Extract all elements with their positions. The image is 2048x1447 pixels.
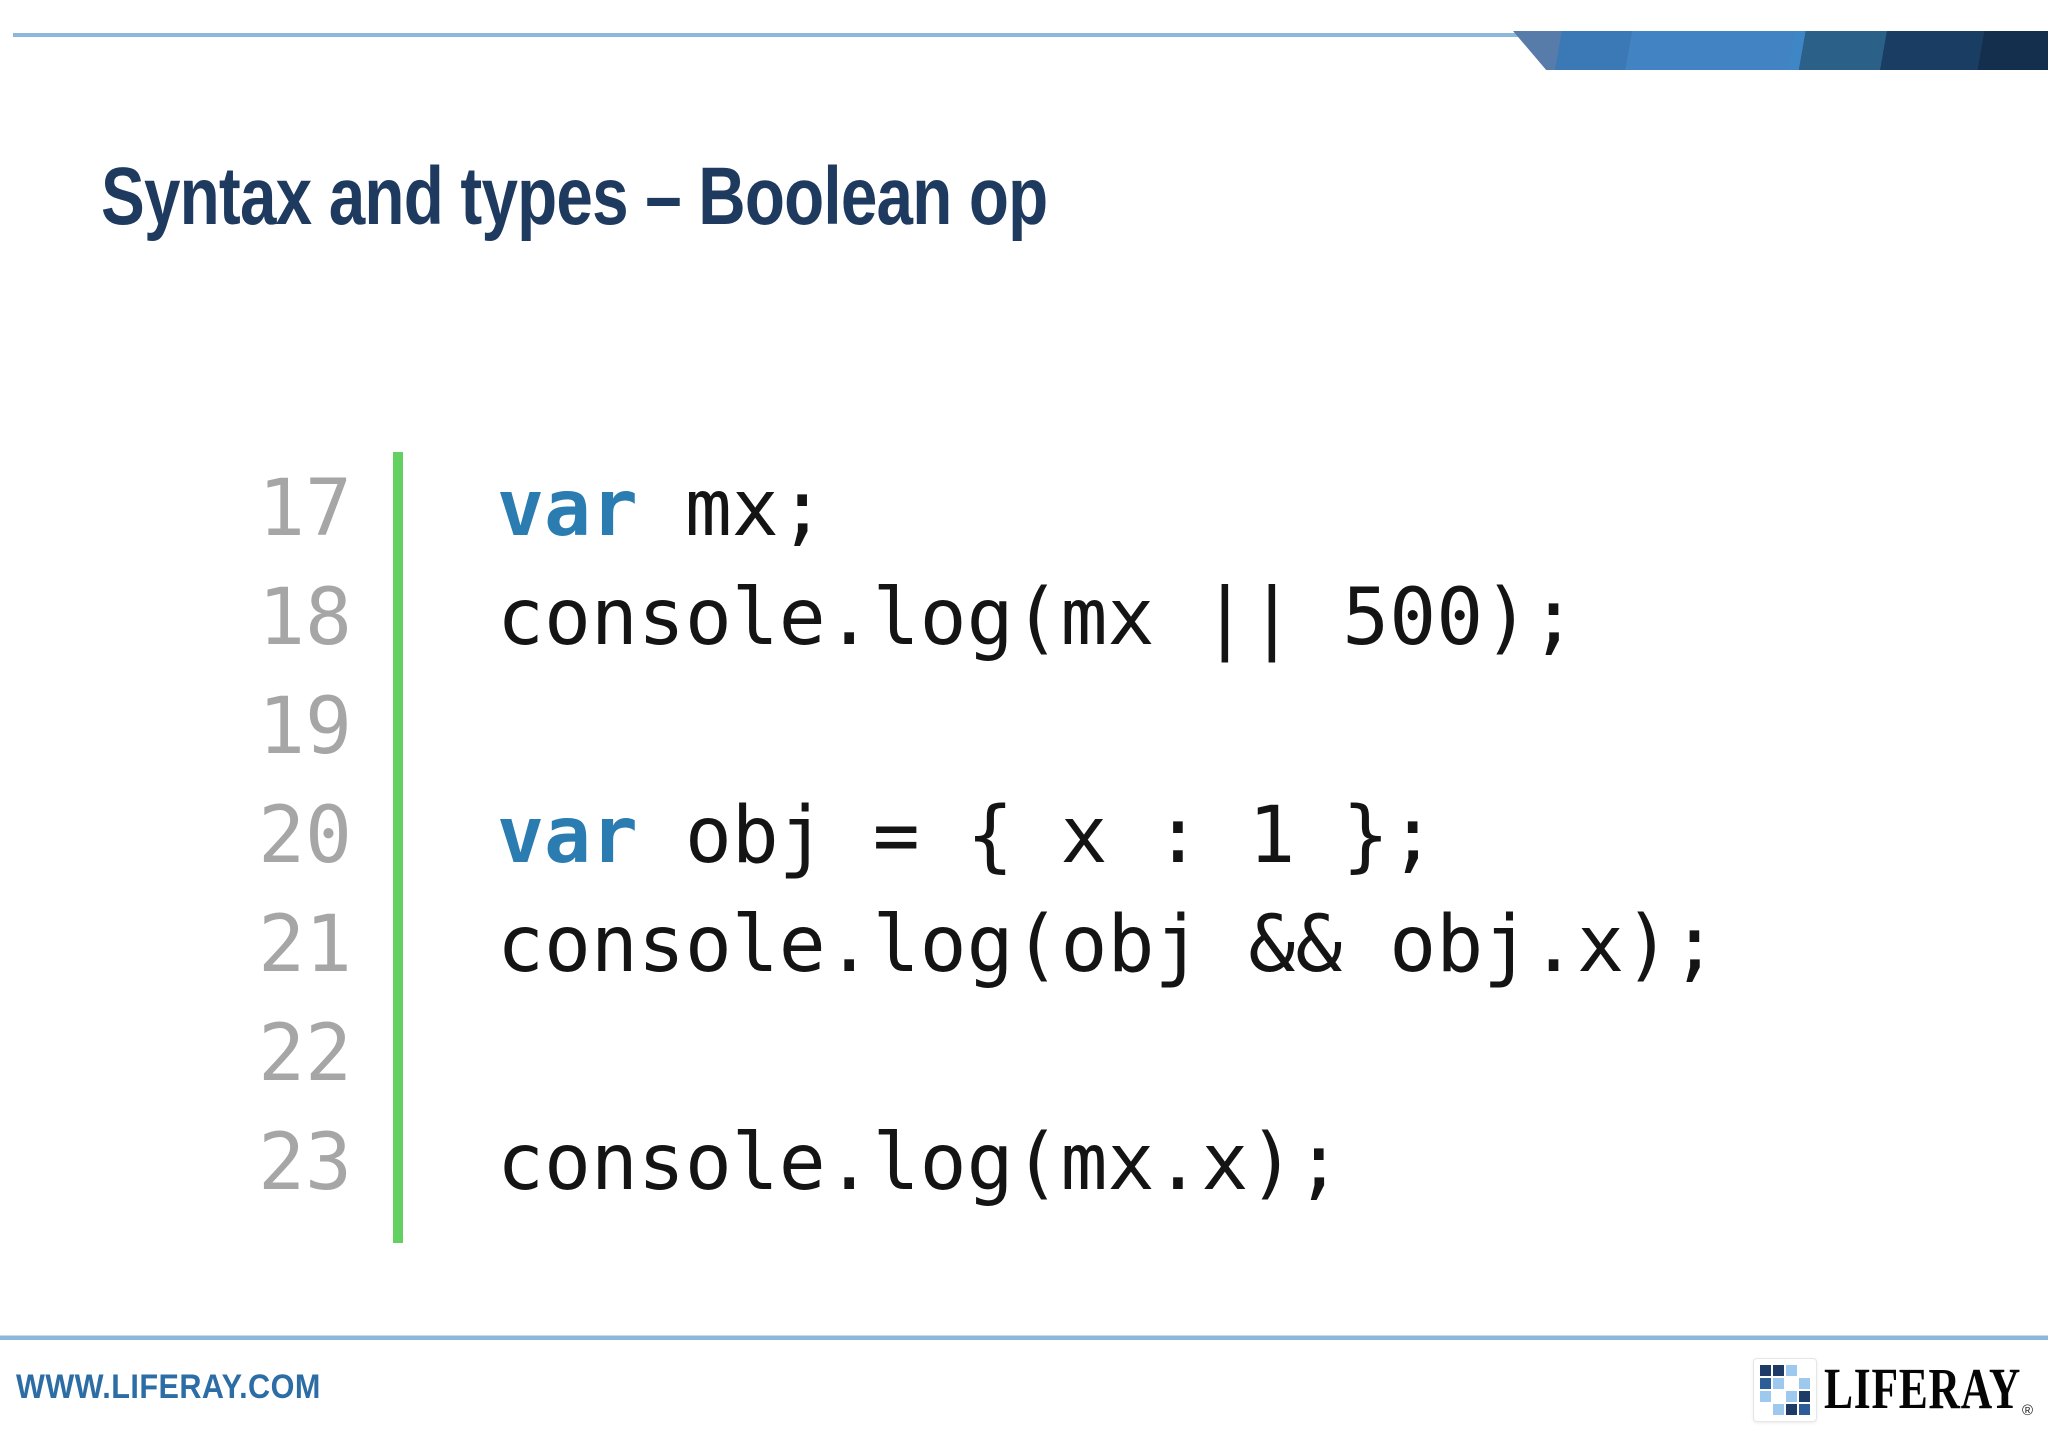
code-line: 18 console.log(mx || 500); xyxy=(0,564,2048,673)
corner-banner-decoration xyxy=(1513,31,2048,70)
top-divider xyxy=(13,33,2048,37)
logo-cell-mid xyxy=(1760,1378,1771,1389)
line-number: 23 xyxy=(258,1118,352,1208)
code-line: 21 console.log(obj && obj.x); xyxy=(0,891,2048,1000)
logo-mosaic-icon xyxy=(1753,1358,1817,1422)
logo-cell-light xyxy=(1773,1404,1784,1415)
logo-cell-navy xyxy=(1760,1365,1771,1376)
logo-cell-mid xyxy=(1799,1404,1810,1415)
footer-divider xyxy=(0,1336,2048,1340)
code-gutter-line xyxy=(393,452,403,1243)
logo-cell-light xyxy=(1773,1378,1784,1389)
logo-cell-navy xyxy=(1786,1404,1797,1415)
code-text: console.log(mx.x); xyxy=(497,1109,1342,1218)
code-line: 19 xyxy=(0,673,2048,782)
page-title: Syntax and types – Boolean op xyxy=(101,151,1048,242)
code-text: console.log(obj && obj.x); xyxy=(497,891,1718,1000)
liferay-logo: LIFERAY ® xyxy=(1753,1356,2043,1426)
registered-trademark-symbol: ® xyxy=(2022,1402,2034,1419)
logo-cell-navy xyxy=(1799,1391,1810,1402)
code-plain: mx; xyxy=(637,464,826,554)
code-line: 20 var obj = { x : 1 }; xyxy=(0,782,2048,891)
code-text: console.log(mx || 500); xyxy=(497,564,1577,673)
line-number: 20 xyxy=(258,791,352,881)
logo-cell-light xyxy=(1760,1391,1771,1402)
logo-cell-light xyxy=(1786,1391,1797,1402)
logo-cell-navy xyxy=(1773,1365,1784,1376)
logo-cell-empty xyxy=(1786,1378,1797,1389)
code-block: 17 var mx; 18 console.log(mx || 500); 19 20 va… xyxy=(0,455,2048,1218)
logo-wordmark: LIFERAY xyxy=(1824,1356,2022,1421)
code-keyword: var xyxy=(497,464,638,554)
code-keyword: var xyxy=(497,791,638,881)
line-number: 18 xyxy=(258,573,352,663)
code-text: var mx; xyxy=(497,455,826,564)
logo-cell-empty xyxy=(1760,1404,1771,1415)
code-line: 17 var mx; xyxy=(0,455,2048,564)
logo-cell-empty xyxy=(1773,1391,1784,1402)
code-plain: console.log(mx.x); xyxy=(497,1118,1343,1208)
logo-cell-light xyxy=(1786,1365,1797,1376)
logo-cell-empty xyxy=(1799,1365,1810,1376)
line-number: 22 xyxy=(258,1009,352,1099)
line-number: 21 xyxy=(258,900,352,990)
logo-mosaic-grid xyxy=(1760,1365,1810,1415)
line-number: 17 xyxy=(258,464,352,554)
line-number: 19 xyxy=(258,682,352,772)
footer-url: WWW.LIFERAY.COM xyxy=(16,1368,321,1406)
code-plain: console.log(obj && obj.x); xyxy=(497,900,1718,990)
code-plain: obj = { x : 1 }; xyxy=(637,791,1437,881)
logo-cell-light xyxy=(1799,1378,1810,1389)
code-line: 23 console.log(mx.x); xyxy=(0,1109,2048,1218)
code-line: 22 xyxy=(0,1000,2048,1109)
code-text: var obj = { x : 1 }; xyxy=(497,782,1436,891)
code-plain: console.log(mx || 500); xyxy=(497,573,1578,663)
